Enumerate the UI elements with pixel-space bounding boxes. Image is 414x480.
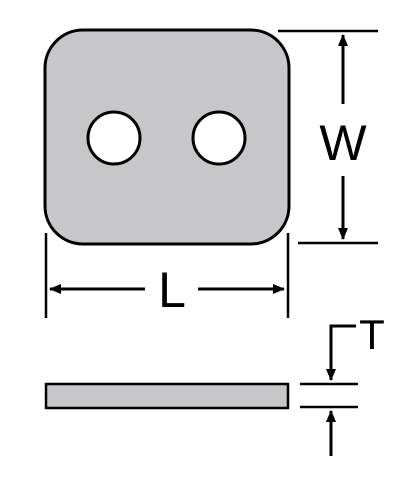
thickness-arrow-top	[326, 324, 356, 381]
plate-side-view	[44, 382, 290, 410]
hole-right	[191, 110, 247, 166]
length-dimension: L	[44, 233, 290, 318]
plate-top-view	[43, 28, 291, 246]
plate-edge	[44, 382, 290, 410]
plate-body	[43, 28, 291, 246]
width-label: W	[319, 115, 367, 171]
thickness-dimension: T	[300, 311, 385, 456]
hole-left	[86, 110, 142, 166]
thickness-label: T	[359, 311, 385, 358]
length-label: L	[158, 262, 186, 318]
width-dimension: W	[278, 29, 378, 245]
